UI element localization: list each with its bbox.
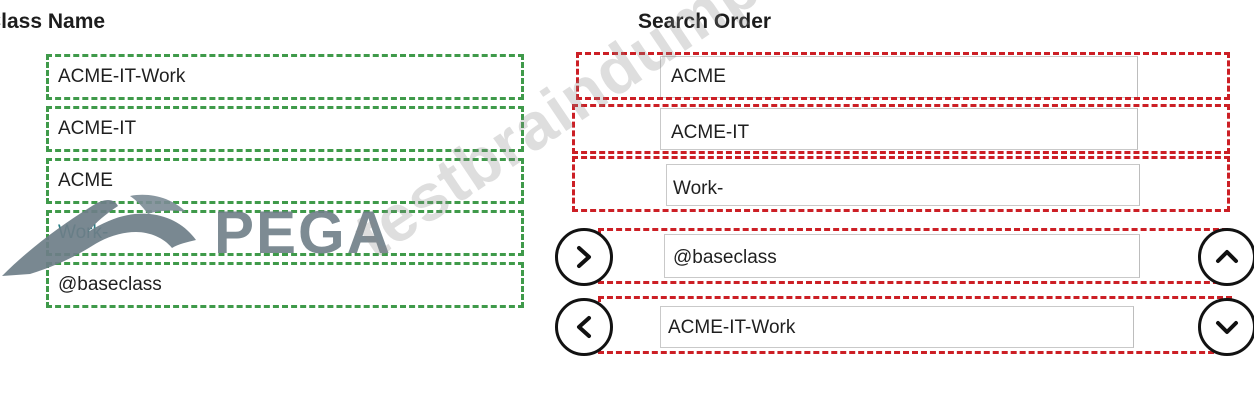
move-up-button[interactable] [1198,228,1254,286]
class-name-title: Class Name [0,10,106,33]
search-order-label: ACME-IT [671,122,750,143]
search-order-item-work[interactable] [572,156,1230,212]
class-item-label: ACME [58,170,113,191]
search-order-title: Search Order [638,10,772,33]
pega-logo-icon [2,194,196,276]
search-order-label: @baseclass [673,247,777,268]
search-order-item-acme-it[interactable] [572,104,1230,154]
chevron-right-icon [577,246,591,268]
search-order-field [666,164,1140,206]
search-order-field [660,306,1134,348]
search-order-label: ACME [671,66,726,87]
class-item-acme[interactable]: ACME [46,158,524,204]
class-item-label: ACME-IT [58,118,137,139]
pega-logo-text: PEGA [214,199,393,266]
move-right-button[interactable] [555,228,613,286]
search-order-field [660,56,1138,98]
search-order-item-acme[interactable] [576,52,1230,100]
move-left-button[interactable] [555,298,613,356]
class-item-label: @baseclass [58,274,162,295]
chevron-left-icon [577,316,591,338]
search-order-label: Work- [673,178,724,199]
class-item-acme-it[interactable]: ACME-IT [46,106,524,152]
class-item-label: ACME-IT-Work [58,66,186,87]
class-item-baseclass[interactable]: @baseclass [46,262,524,308]
search-order-field [660,108,1138,150]
chevron-up-icon [1216,250,1238,263]
class-item-acme-it-work[interactable]: ACME-IT-Work [46,54,524,100]
search-order-field [664,234,1140,278]
search-order-label: ACME-IT-Work [668,317,796,338]
move-down-button[interactable] [1198,298,1254,356]
chevron-down-icon [1216,321,1238,334]
